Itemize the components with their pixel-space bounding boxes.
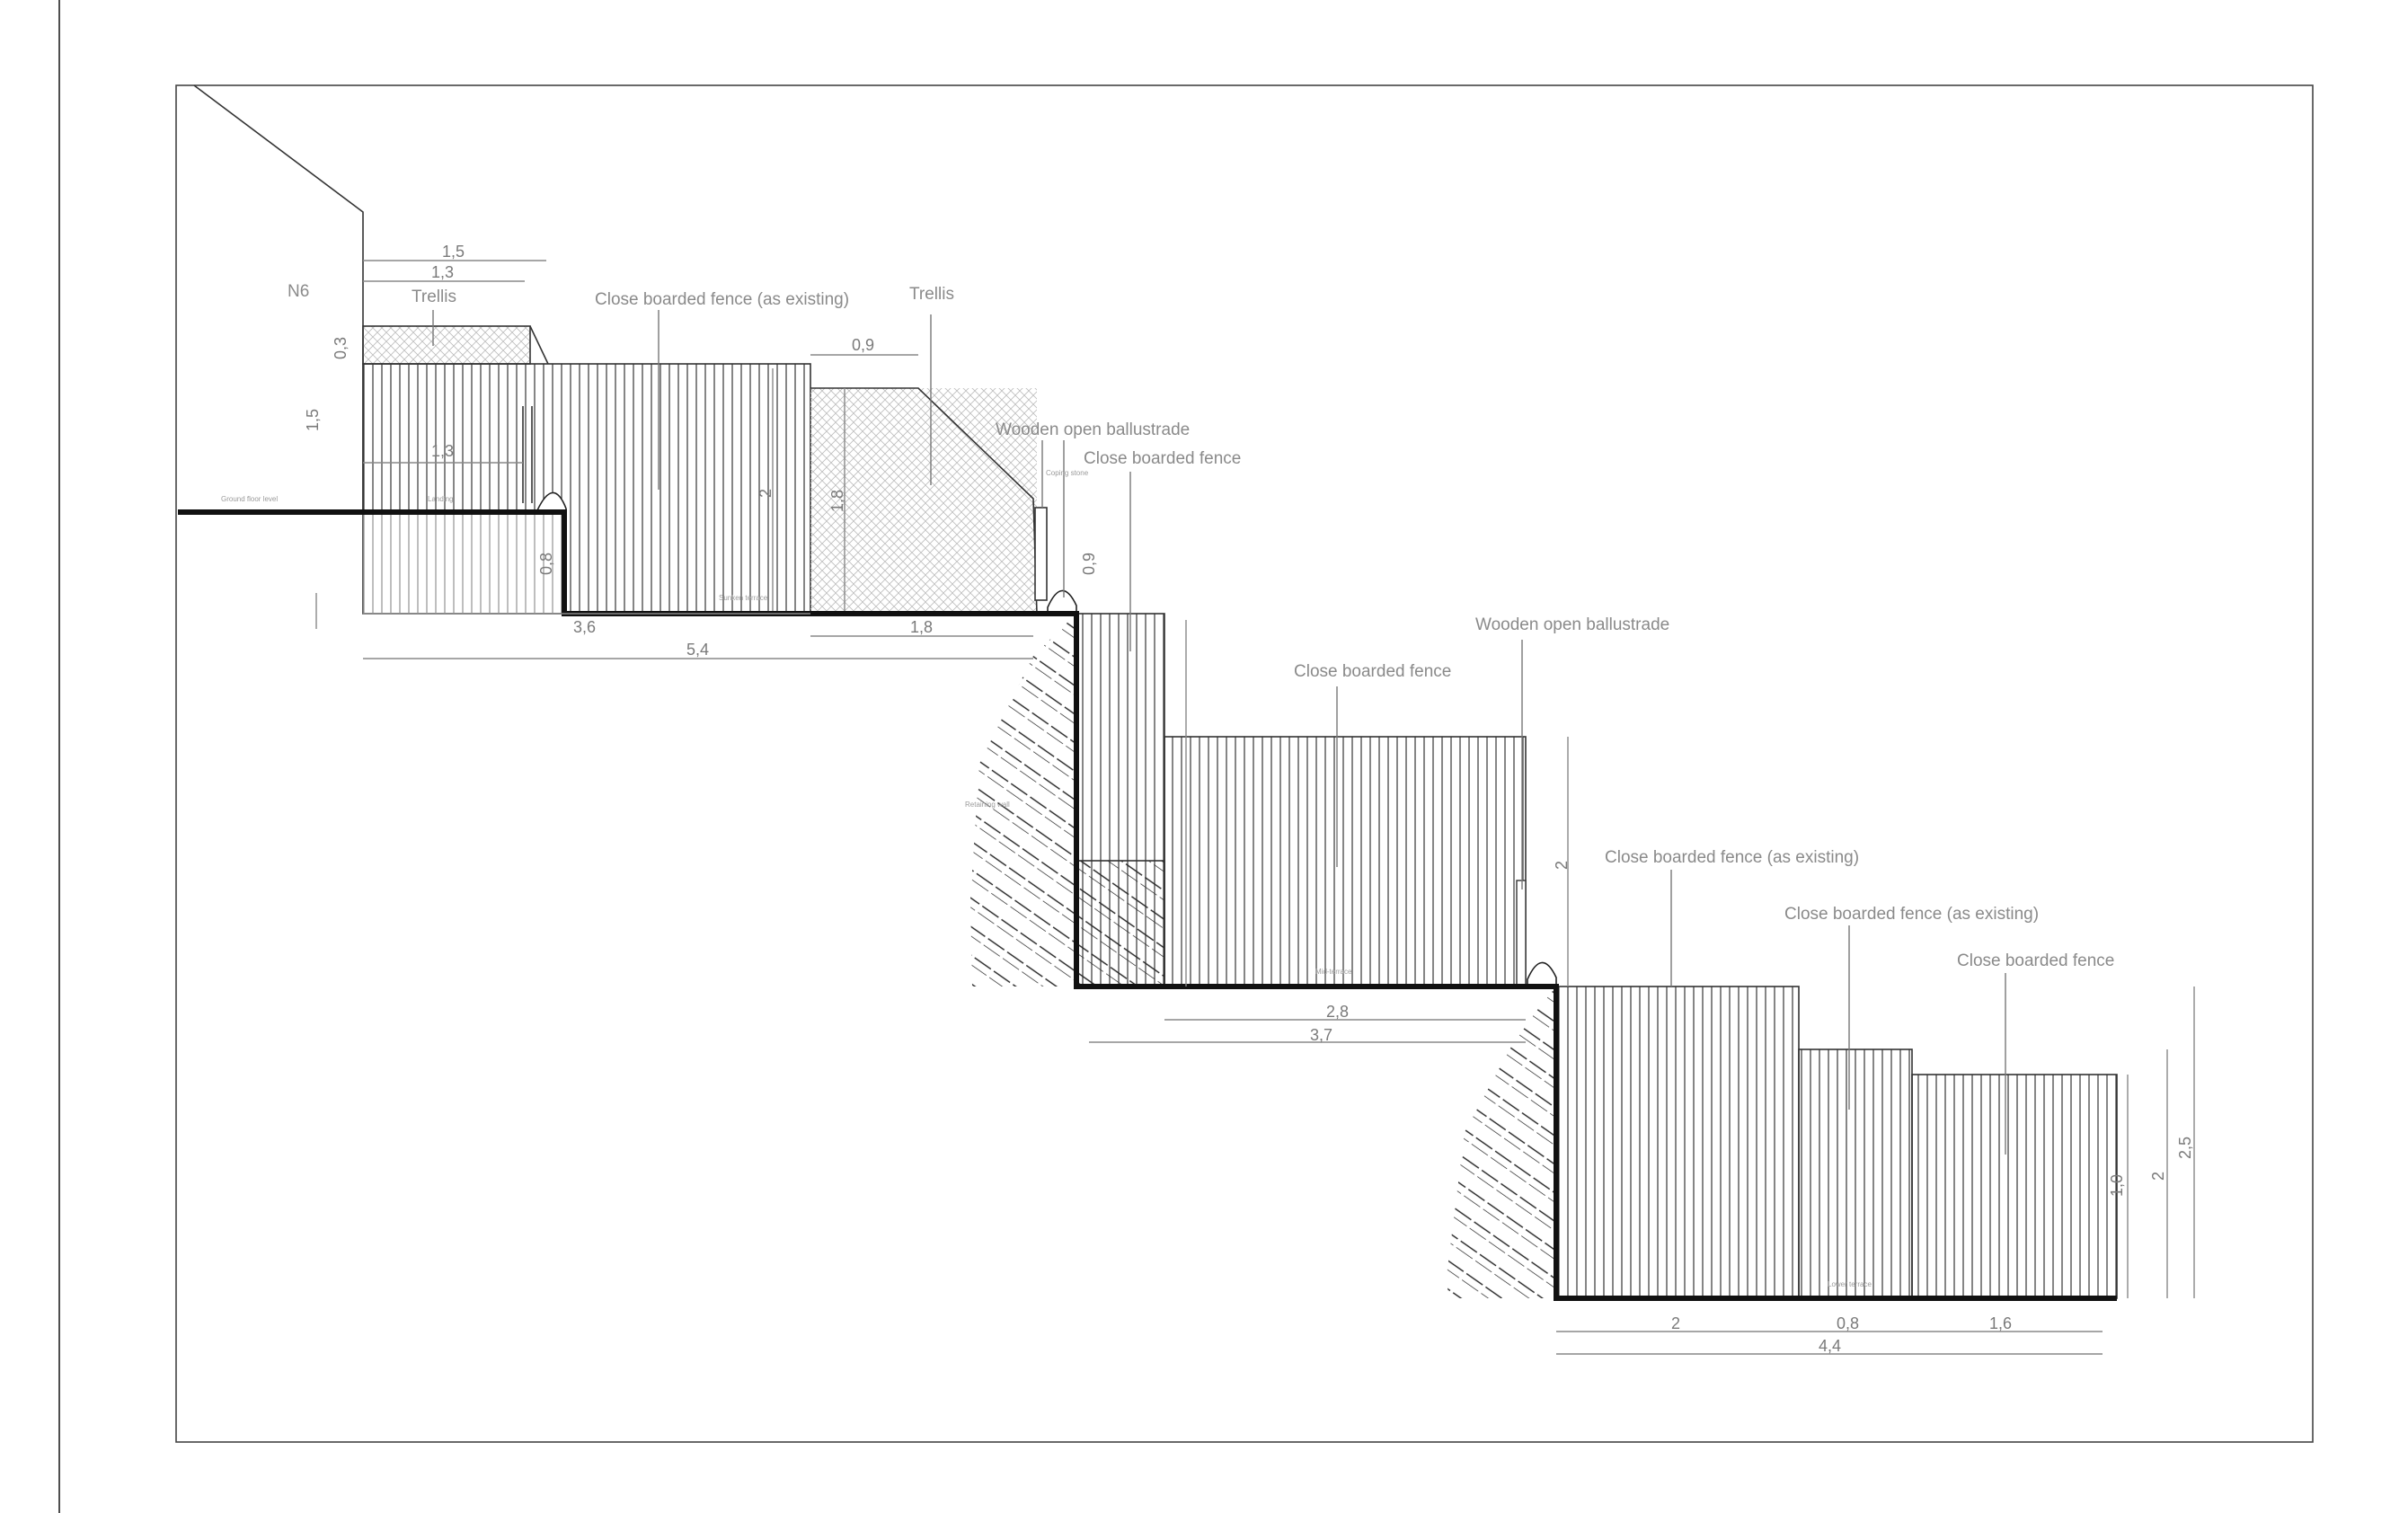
ballustrade-post-mid	[1516, 880, 1527, 987]
coping-stone-lower	[1527, 961, 1557, 987]
drawing-frame	[175, 84, 2314, 1443]
dim-2-upper: 2	[757, 489, 775, 498]
lower-fence-panel-3	[1911, 1074, 2118, 1299]
mid-retaining-block	[1076, 860, 1165, 987]
leader-lines	[432, 310, 2006, 1155]
trellis-top-slope	[529, 325, 549, 365]
dim-1-0-v: 1,0	[2108, 1174, 2126, 1197]
dim-0-9-v: 0,9	[1080, 553, 1098, 575]
label-close-boarded-existing-2: Close boarded fence (as existing)	[1605, 848, 1859, 867]
ground-line	[178, 509, 2117, 1301]
label-close-boarded-2: Close boarded fence	[1294, 662, 1451, 681]
dim-0-3: 0,3	[332, 337, 350, 359]
dimension-lines	[315, 260, 2195, 1355]
dim-0-8-h: 0,8	[1837, 1314, 1859, 1332]
dim-0-8-v: 0,8	[537, 553, 555, 575]
ballustrade-post-upper	[1034, 507, 1048, 601]
dim-1-8-v: 1,8	[828, 490, 846, 512]
label-trellis-2: Trellis	[909, 285, 954, 304]
dim-2-5: 2,5	[2176, 1137, 2194, 1159]
dim-4-4: 4,4	[1819, 1337, 1841, 1355]
dim-3-6: 3,6	[573, 618, 596, 636]
label-landing: Landing	[428, 495, 453, 503]
dim-1-8-h: 1,8	[910, 618, 933, 636]
label-ground-floor: Ground floor level	[221, 495, 278, 503]
dim-0-9-h: 0,9	[852, 336, 874, 354]
dim-3-7: 3,7	[1310, 1026, 1332, 1044]
house-wall-outline	[193, 84, 364, 512]
retaining-wall-upper	[970, 614, 1076, 987]
label-mid-terrace: Mid-terrace	[1315, 968, 1352, 976]
label-coping-stone: Coping stone	[1046, 469, 1089, 477]
label-wooden-ballustrade-2: Wooden open ballustrade	[1475, 615, 1669, 634]
label-close-boarded-3: Close boarded fence	[1957, 951, 2114, 970]
dim-1-3-mid: 1,3	[431, 442, 454, 460]
retaining-wall-lower	[1447, 987, 1556, 1298]
coping-stone-mid	[1047, 589, 1077, 615]
dim-1-5-v: 1,5	[304, 409, 322, 431]
dim-5-4: 5,4	[686, 641, 709, 659]
dim-2-h: 2	[1671, 1314, 1680, 1332]
label-wooden-ballustrade-1: Wooden open ballustrade	[996, 420, 1190, 439]
label-lower-terrace: Lower terrace	[1828, 1280, 1872, 1288]
trellis-upper	[810, 388, 1037, 614]
dim-2-mid: 2	[1553, 861, 1571, 870]
label-close-boarded-existing-1: Close boarded fence (as existing)	[595, 290, 849, 309]
mid-fence-panel	[1164, 736, 1527, 987]
label-sunken-terrace: Sunken terrace	[719, 594, 768, 602]
dim-1-6: 1,6	[1989, 1314, 2012, 1332]
label-close-boarded-1: Close boarded fence	[1084, 449, 1241, 468]
lower-fence-panel-1	[1555, 986, 1800, 1299]
label-trellis-1: Trellis	[412, 288, 456, 306]
label-retaining-wall: Retaining wall	[965, 801, 1010, 809]
dim-2-8: 2,8	[1326, 1003, 1349, 1021]
trellis-top	[362, 325, 531, 365]
label-n6: N6	[288, 282, 309, 301]
dim-1-5-top: 1,5	[442, 243, 465, 261]
dim-1-3-top: 1,3	[431, 263, 454, 281]
dim-2-lower: 2	[2149, 1172, 2167, 1181]
label-close-boarded-existing-3: Close boarded fence (as existing)	[1784, 905, 2039, 924]
landing-fence-light	[363, 512, 564, 614]
lower-fence-panel-2	[1798, 1048, 1913, 1299]
